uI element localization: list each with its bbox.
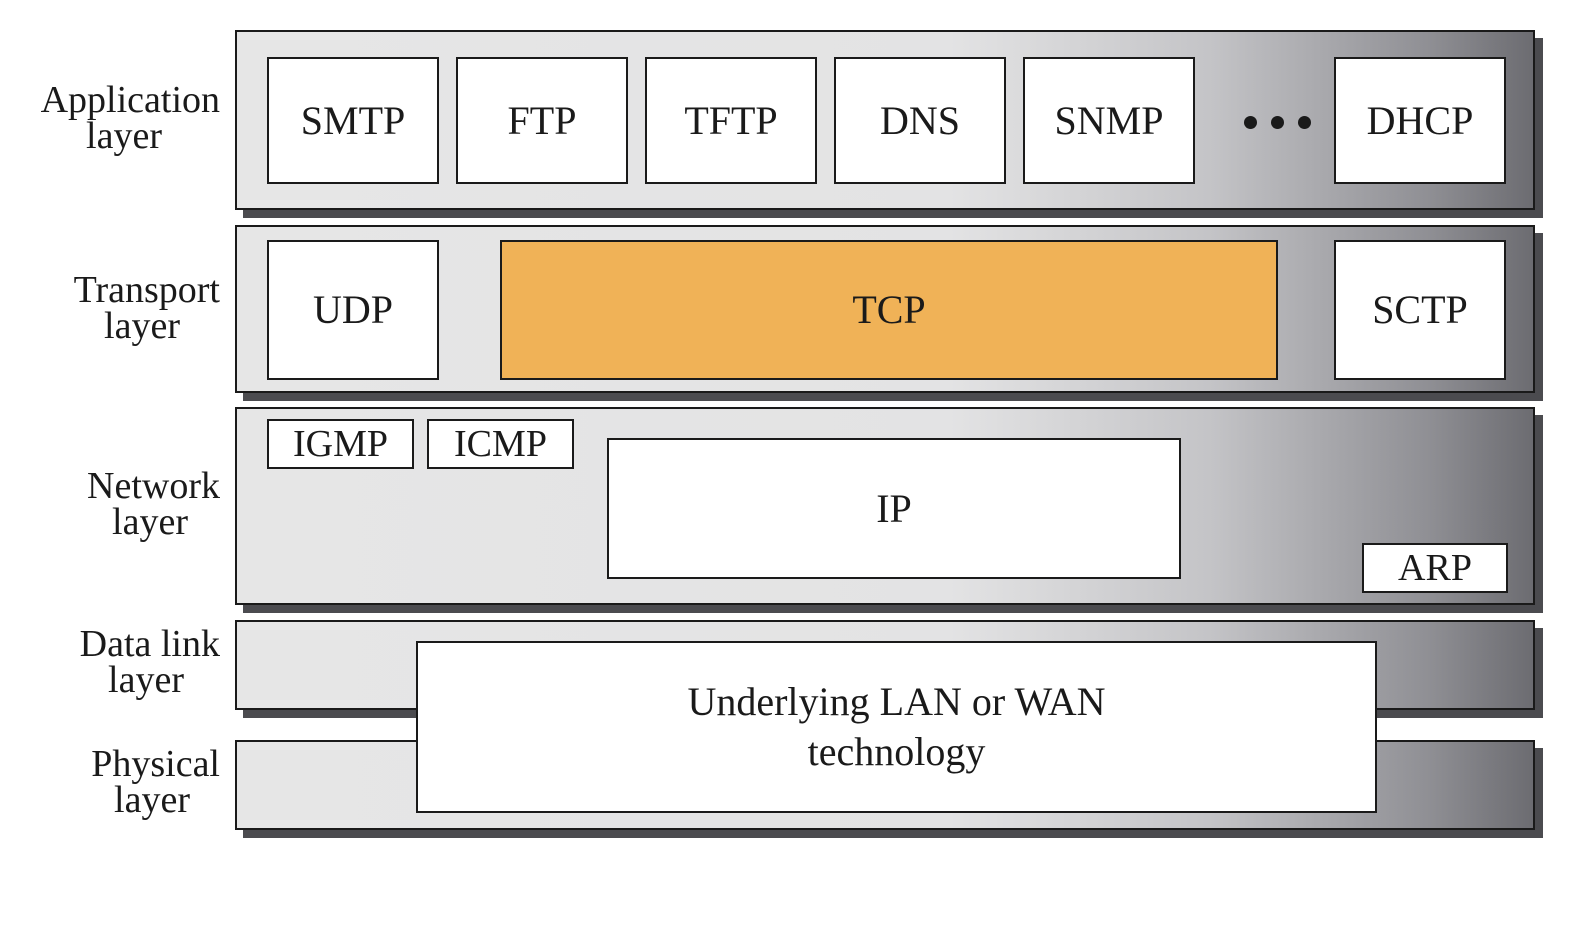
- smtp-box: SMTP: [267, 57, 439, 184]
- snmp-box: SNMP: [1023, 57, 1195, 184]
- udp-box: UDP: [267, 240, 439, 380]
- physical-layer-label: Physical layer: [91, 743, 220, 821]
- network-layer-label: Network layer: [87, 465, 220, 543]
- dns-box: DNS: [834, 57, 1006, 184]
- tcp-box: TCP: [500, 240, 1278, 380]
- application-layer-label: Application layer: [40, 79, 220, 157]
- arp-box: ARP: [1362, 543, 1508, 593]
- dhcp-box: DHCP: [1334, 57, 1506, 184]
- ip-box: IP: [607, 438, 1181, 579]
- ftp-box: FTP: [456, 57, 628, 184]
- icmp-box: ICMP: [427, 419, 574, 469]
- igmp-box: IGMP: [267, 419, 414, 469]
- underlying-lan-wan-box: Underlying LAN or WAN technology: [416, 641, 1377, 813]
- sctp-box: SCTP: [1334, 240, 1506, 380]
- datalink-layer-label: Data link layer: [79, 623, 220, 701]
- tftp-box: TFTP: [645, 57, 817, 184]
- ellipsis-icon: [1244, 116, 1311, 129]
- transport-layer-label: Transport layer: [73, 269, 220, 347]
